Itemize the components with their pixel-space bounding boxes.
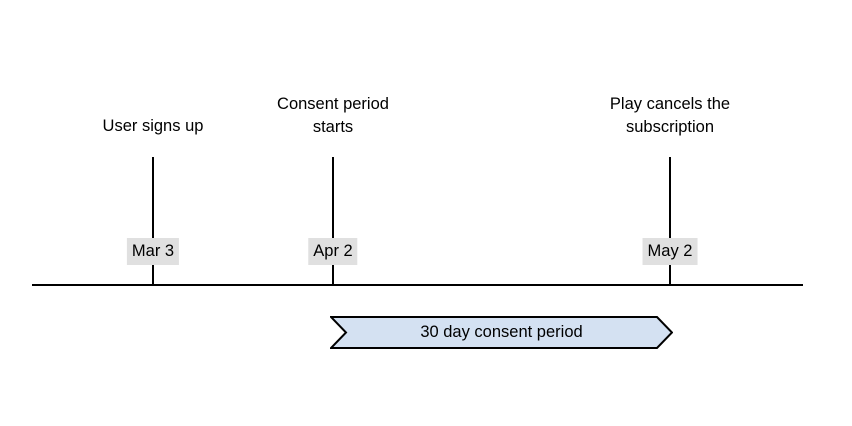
- banner-arrow-shape: [330, 316, 673, 349]
- event-stem: [332, 157, 334, 285]
- event-caption: User signs up: [102, 117, 204, 135]
- event-date-chip: May 2: [642, 238, 698, 265]
- event-caption: Consent period starts: [277, 95, 389, 136]
- event-stem: [152, 157, 154, 285]
- event-date-chip: Apr 2: [308, 238, 358, 265]
- timeline-axis: [32, 284, 803, 286]
- event-date-chip: Mar 3: [126, 238, 180, 265]
- event-stem: [669, 157, 671, 285]
- event-caption: Play cancels the subscription: [609, 95, 731, 136]
- consent-period-label: 30 day consent period: [420, 323, 583, 341]
- consent-period-banner[interactable]: 30 day consent period: [330, 316, 673, 349]
